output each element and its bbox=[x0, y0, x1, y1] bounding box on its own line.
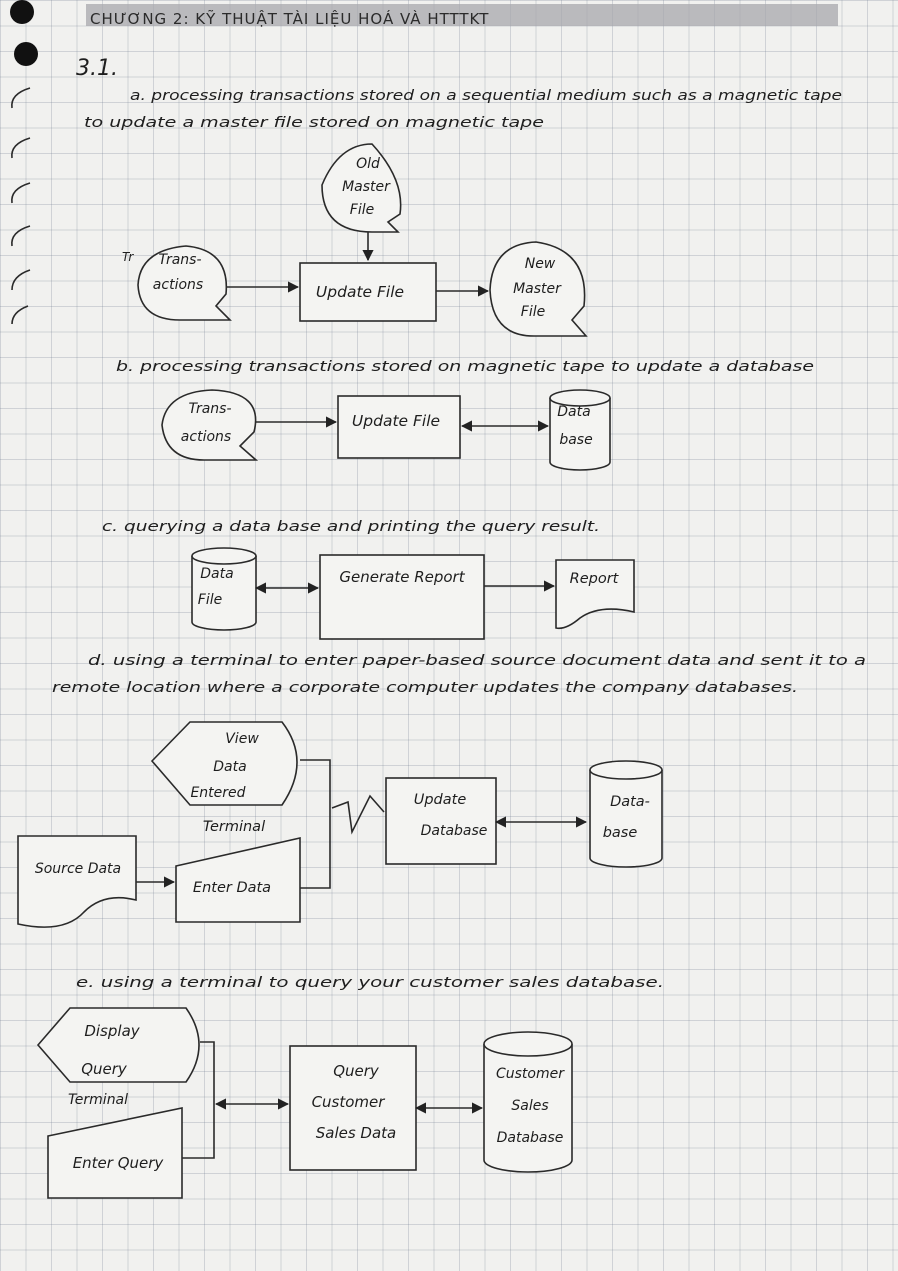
enter-data-manual-input: Enter Data bbox=[175, 836, 301, 923]
caption-d-line2: remote location where a corporate comput… bbox=[52, 680, 798, 696]
update-file-process-a: Update File bbox=[299, 262, 437, 322]
svg-text:Update File: Update File bbox=[352, 412, 440, 430]
data-file-cylinder: Data File bbox=[191, 547, 257, 631]
svg-text:base: base bbox=[603, 825, 638, 841]
chapter-title: CHƯƠNG 2: KỸ THUẬT TÀI LIỆU HOÁ VÀ HTTTK… bbox=[90, 9, 489, 28]
display-query-display: Display Query bbox=[36, 1007, 200, 1083]
new-master-file-tape: New Master File bbox=[489, 241, 588, 337]
svg-text:Query: Query bbox=[333, 1062, 380, 1080]
terminal-bracket-e bbox=[182, 1041, 215, 1159]
terminal-bracket-d bbox=[300, 759, 331, 889]
svg-text:Customer: Customer bbox=[496, 1066, 565, 1082]
transactions-tape-b: Trans- actions bbox=[161, 389, 259, 461]
svg-text:Display: Display bbox=[84, 1022, 140, 1040]
transactions-tape-a: Trans- actions bbox=[137, 245, 232, 321]
svg-text:Sales: Sales bbox=[511, 1098, 548, 1114]
svg-text:Data: Data bbox=[557, 404, 590, 420]
caption-c: c. querying a data base and printing the… bbox=[102, 519, 600, 535]
svg-text:Query: Query bbox=[81, 1060, 128, 1078]
generate-report-process: Generate Report bbox=[319, 554, 485, 640]
source-data-document: Source Data bbox=[17, 835, 137, 928]
svg-text:File: File bbox=[350, 202, 374, 218]
old-master-file-tape: Old Master File bbox=[321, 143, 402, 233]
svg-text:Master: Master bbox=[342, 179, 391, 195]
report-document: Report bbox=[555, 559, 635, 630]
svg-text:File: File bbox=[198, 592, 222, 608]
query-customer-sales-process: Query Customer Sales Data bbox=[289, 1045, 417, 1171]
svg-text:Source Data: Source Data bbox=[35, 861, 121, 877]
svg-text:Trans-: Trans- bbox=[188, 401, 231, 417]
header-band bbox=[86, 4, 838, 26]
caption-a-line2: to update a master file stored on magnet… bbox=[84, 115, 544, 131]
svg-text:Update File: Update File bbox=[316, 283, 404, 301]
svg-text:Old: Old bbox=[356, 156, 380, 172]
caption-d-line1: d. using a terminal to enter paper-based… bbox=[88, 653, 866, 669]
svg-text:Trans-: Trans- bbox=[158, 252, 201, 268]
svg-text:Customer: Customer bbox=[312, 1093, 386, 1111]
svg-text:Database: Database bbox=[497, 1130, 564, 1146]
database-cylinder-d: Data- base bbox=[589, 760, 663, 868]
svg-text:Data-: Data- bbox=[610, 794, 650, 810]
binder-holes bbox=[10, 0, 38, 325]
svg-text:Report: Report bbox=[570, 571, 620, 587]
update-database-process: Update Database bbox=[385, 777, 497, 865]
svg-text:View: View bbox=[225, 731, 259, 747]
terminal-label-e: Terminal bbox=[68, 1092, 128, 1108]
svg-text:actions: actions bbox=[181, 429, 231, 445]
caption-b: b. processing transactions stored on mag… bbox=[116, 359, 814, 375]
view-data-display: View Data Entered bbox=[150, 721, 298, 806]
svg-text:File: File bbox=[521, 304, 545, 320]
section-number: 3.1. bbox=[76, 56, 118, 81]
terminal-label-d: Terminal bbox=[203, 819, 265, 835]
svg-text:Data: Data bbox=[213, 759, 246, 775]
svg-text:Master: Master bbox=[513, 281, 562, 297]
svg-text:Data: Data bbox=[200, 566, 233, 582]
update-file-process-b: Update File bbox=[337, 395, 461, 459]
svg-text:base: base bbox=[559, 432, 592, 448]
svg-text:Database: Database bbox=[421, 823, 488, 839]
caption-a-line1: a. processing transactions stored on a s… bbox=[130, 88, 842, 104]
svg-text:actions: actions bbox=[153, 277, 203, 293]
svg-text:Entered: Entered bbox=[190, 785, 245, 801]
customer-sales-database-cylinder: Customer Sales Database bbox=[483, 1031, 573, 1173]
svg-text:New: New bbox=[525, 256, 556, 272]
scribble-mark: Tr bbox=[122, 250, 134, 264]
svg-text:Update: Update bbox=[414, 792, 467, 808]
communication-link-lightning bbox=[331, 794, 385, 835]
enter-query-manual-input: Enter Query bbox=[47, 1107, 183, 1199]
caption-e: e. using a terminal to query your custom… bbox=[76, 975, 664, 991]
svg-text:Sales Data: Sales Data bbox=[316, 1124, 397, 1142]
database-cylinder-b: Data base bbox=[549, 389, 611, 471]
svg-text:Enter Query: Enter Query bbox=[73, 1154, 165, 1172]
svg-text:Generate Report: Generate Report bbox=[339, 568, 465, 586]
svg-text:Enter Data: Enter Data bbox=[193, 880, 271, 896]
